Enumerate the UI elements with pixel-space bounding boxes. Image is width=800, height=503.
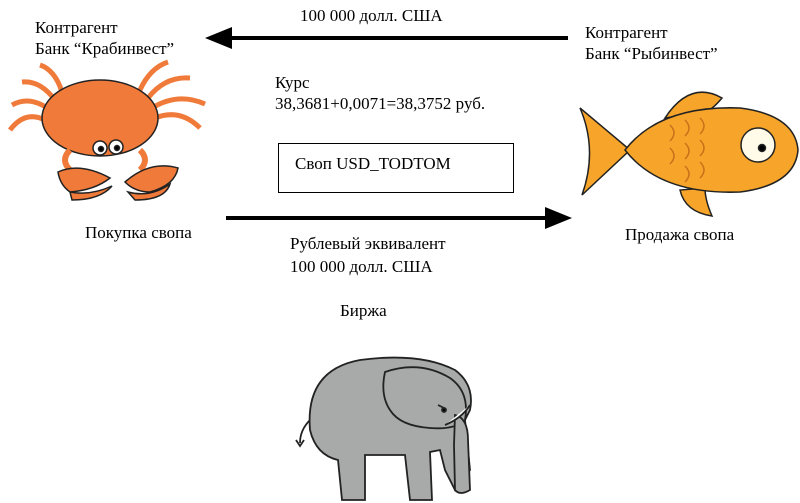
swap-box-label: Своп USD_TODTOM (295, 154, 451, 173)
right-party-bank: Банк “Рыбинвест” (585, 44, 718, 63)
bottom-arrow-amount: 100 000 долл. США (290, 257, 433, 276)
top-arrow-label: 100 000 долл. США (300, 6, 443, 25)
bottom-arrow-title: Рублевый эквивалент (290, 234, 446, 253)
exchange-label: Биржа (340, 301, 387, 320)
buy-swap-label: Покупка свопа (85, 223, 192, 242)
elephant-icon (295, 356, 472, 501)
left-party-title: Контрагент (35, 18, 118, 37)
top-arrow (205, 27, 568, 49)
swap-box: Своп USD_TODTOM (278, 143, 514, 193)
crab-icon (8, 59, 207, 201)
sell-swap-label: Продажа свопа (625, 225, 735, 244)
rate-formula: 38,3681+0,0071=38,3752 руб. (275, 94, 486, 113)
left-party-bank: Банк “Крабинвест” (35, 39, 175, 58)
right-party-title: Контрагент (585, 23, 668, 42)
rate-title: Курс (275, 73, 310, 92)
bottom-arrow (226, 207, 572, 229)
fish-icon (579, 91, 799, 217)
